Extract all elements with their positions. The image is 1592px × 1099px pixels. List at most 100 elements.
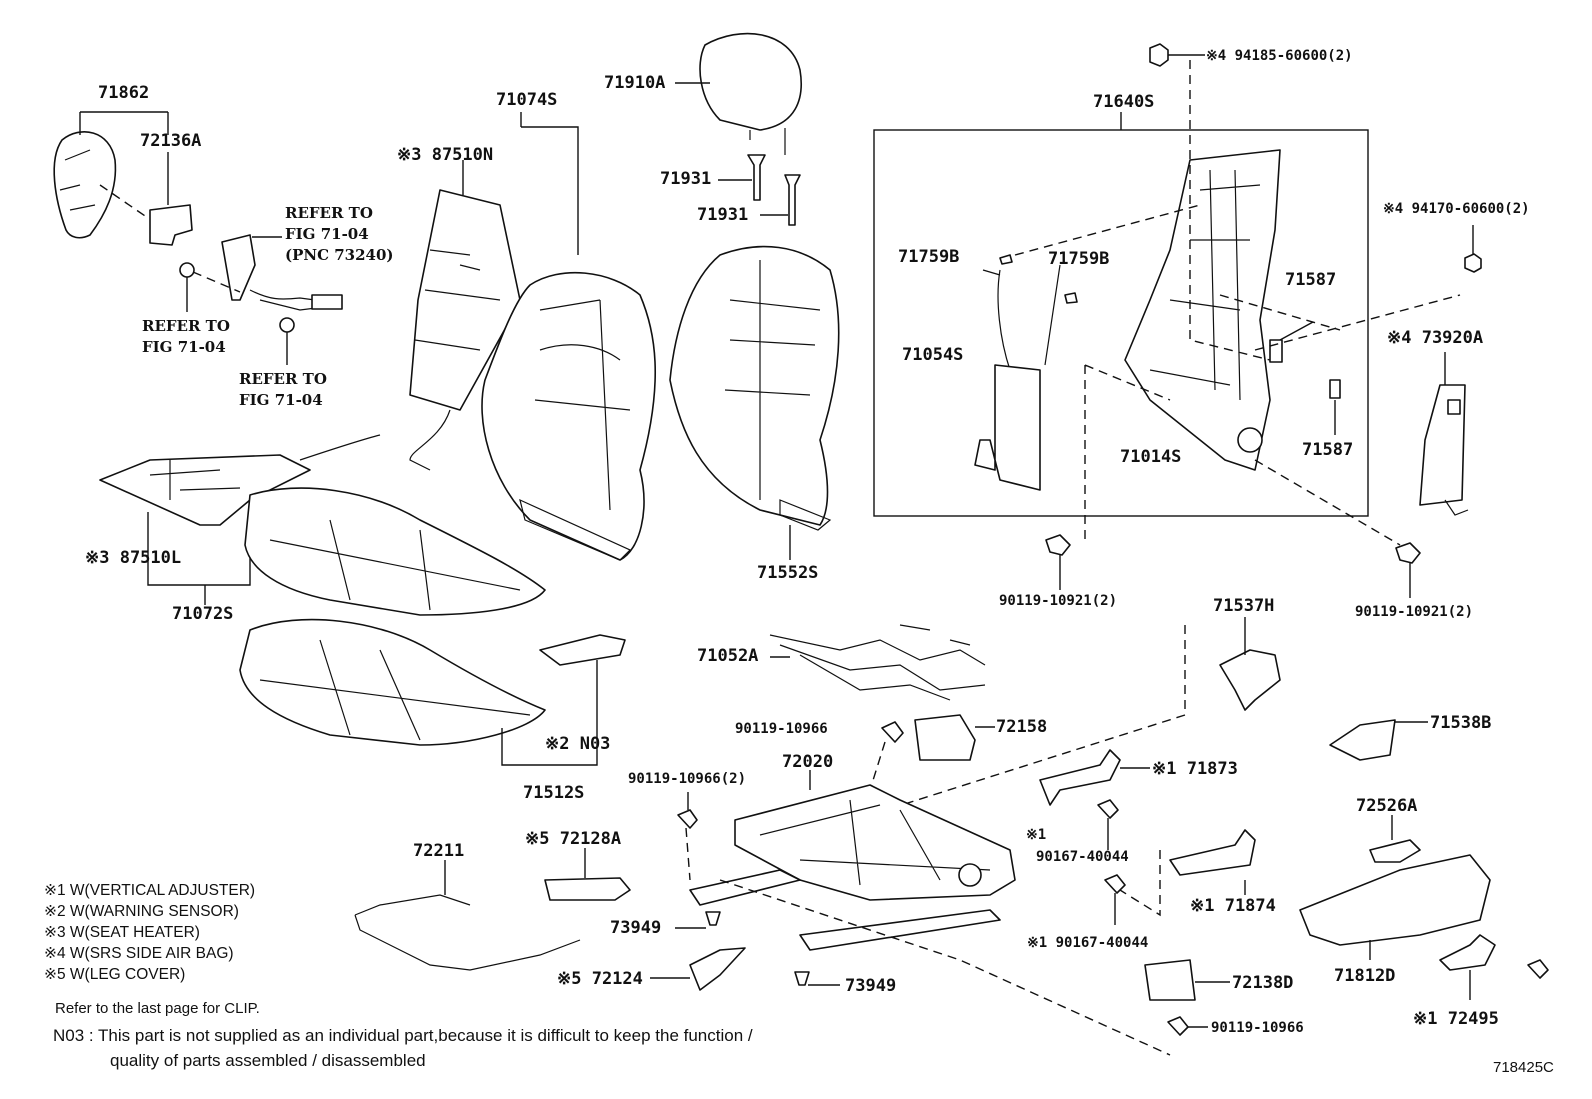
part-71874 [1169, 829, 1256, 876]
label-72128A: ※5 72128A [525, 829, 622, 849]
part-71074S-back-cover [481, 271, 657, 561]
dash-bolt-1 [192, 271, 241, 293]
bolt-90119-10921-left [1045, 534, 1071, 556]
label-73920A: ※4 73920A [1387, 328, 1484, 348]
bolt-90167-40044-upper [1097, 799, 1119, 819]
label-71812D: 71812D [1334, 966, 1396, 986]
label-72020: 72020 [782, 752, 834, 772]
label-71874: ※1 71874 [1190, 896, 1276, 916]
part-71052A-springs [769, 624, 986, 701]
part-71538B [1329, 719, 1396, 761]
part-71552S-back-pad [669, 245, 840, 531]
n03-note-line-1: N03 : This part is not supplied as an in… [53, 1026, 753, 1045]
bolt-90167-40044-lower [1104, 874, 1126, 894]
clip-73949-b [794, 971, 810, 986]
label-71052A: 71052A [697, 646, 759, 666]
label-90119-10966-2: 90119-10966(2) [628, 771, 747, 787]
refer-block-1: REFER TO FIG 71-04 (PNC 73240) [285, 203, 394, 266]
nut-94170 [1464, 253, 1482, 273]
seat-belt-buckle [221, 234, 343, 311]
label-72158: 72158 [996, 717, 1048, 737]
part-72020-adjuster [689, 784, 1016, 951]
part-72211-rod [354, 894, 581, 971]
label-72138D: 72138D [1232, 973, 1294, 993]
part-71873 [1039, 749, 1121, 806]
label-94170-60600: ※4 94170-60600(2) [1383, 201, 1530, 217]
label-71640S: 71640S [1093, 92, 1155, 112]
part-72128A [544, 877, 631, 901]
label-72136A: 72136A [140, 131, 202, 151]
refer-1-line-1: REFER TO [285, 204, 373, 222]
label-71512S: 71512S [523, 783, 585, 803]
part-71812D [1299, 854, 1491, 946]
bolt-90119-10966-lower [677, 809, 698, 829]
leader-71054S [982, 269, 1001, 276]
dash-71759B [1014, 204, 1201, 256]
diagram-code: 718425C [1493, 1059, 1554, 1076]
label-71862: 71862 [98, 83, 150, 103]
bolt-90119-10921-right [1395, 542, 1421, 564]
label-90167-40044-b: ※1 90167-40044 [1027, 935, 1149, 951]
label-71759B-a: 71759B [898, 247, 960, 267]
legend-item-3: ※3 W(SEAT HEATER) [44, 924, 200, 941]
part-87510L-heater [99, 434, 381, 526]
label-72211: 72211 [413, 841, 465, 861]
part-72158-cover [914, 714, 976, 761]
legend-item-2: ※2 W(WARNING SENSOR) [44, 903, 239, 920]
refer-1-line-3: (PNC 73240) [285, 246, 394, 264]
clip-note: Refer to the last page for CLIP. [55, 1000, 260, 1017]
nut-refer-2 [279, 317, 295, 333]
label-71759B-b: 71759B [1048, 249, 1110, 269]
label-71910A: 71910A [604, 73, 666, 93]
part-72136A-bracket [149, 204, 193, 246]
label-71587-b: 71587 [1302, 440, 1354, 460]
dash-bolt-10966-upper [869, 741, 886, 791]
part-71537H [1219, 649, 1281, 711]
nut-94185 [1149, 43, 1169, 67]
leader-71931 [718, 179, 788, 216]
refer-block-2: REFER TO FIG 71-04 [142, 316, 230, 358]
label-73949-b: 73949 [845, 976, 897, 996]
dash-71874 [1119, 850, 1161, 917]
n03-note-line-2: quality of parts assembled / disassemble… [110, 1051, 426, 1070]
label-71074S: 71074S [496, 90, 558, 110]
part-71587-b [1329, 379, 1341, 399]
label-90119-10921-b: 90119-10921(2) [1355, 604, 1474, 620]
refer-block-3: REFER TO FIG 71-04 [239, 369, 327, 411]
refer-2-line-1: REFER TO [142, 317, 230, 335]
part-71931-guide [747, 154, 801, 226]
dash-lower-bolt-left [1084, 364, 1171, 545]
label-90119-10921-a: 90119-10921(2) [999, 593, 1118, 609]
label-90119-10966-a: 90119-10966 [735, 721, 828, 737]
heater-wire-back [409, 409, 451, 471]
clip-73949-a [705, 911, 721, 926]
label-71873: ※1 71873 [1152, 759, 1238, 779]
bolt-refer-1 [179, 262, 195, 278]
label-90167-40044-mark: ※1 [1026, 827, 1047, 843]
part-87510N-heater [409, 189, 521, 411]
leader-71074S [520, 112, 579, 255]
part-72495 [1439, 934, 1496, 971]
part-71759B-clip-b [1064, 292, 1078, 304]
label-71552S: 71552S [757, 563, 819, 583]
label-71537H: 71537H [1213, 596, 1275, 616]
part-72138D [1144, 959, 1196, 1001]
part-71587-a [1269, 339, 1283, 363]
dash-lower-bolt-right [1254, 459, 1401, 546]
label-71054S: 71054S [902, 345, 964, 365]
label-87510L: ※3 87510L [85, 548, 182, 568]
label-N03: ※2 N03 [545, 734, 611, 754]
refer-1-line-2: FIG 71-04 [285, 225, 369, 243]
legend-item-1: ※1 W(VERTICAL ADJUSTER) [44, 882, 256, 899]
refer-2-line-2: FIG 71-04 [142, 338, 226, 356]
label-72526A: 72526A [1356, 796, 1418, 816]
dash-frame-bolts [1189, 60, 1461, 361]
label-71931-a: 71931 [660, 169, 712, 189]
part-71072S-cushion-cover [244, 487, 546, 616]
label-72124: ※5 72124 [557, 969, 643, 989]
label-71587-a: 71587 [1285, 270, 1337, 290]
part-71054S-lumbar [974, 264, 1061, 491]
dash-72138D [719, 879, 1171, 1056]
part-71014S-frame [1124, 149, 1281, 471]
